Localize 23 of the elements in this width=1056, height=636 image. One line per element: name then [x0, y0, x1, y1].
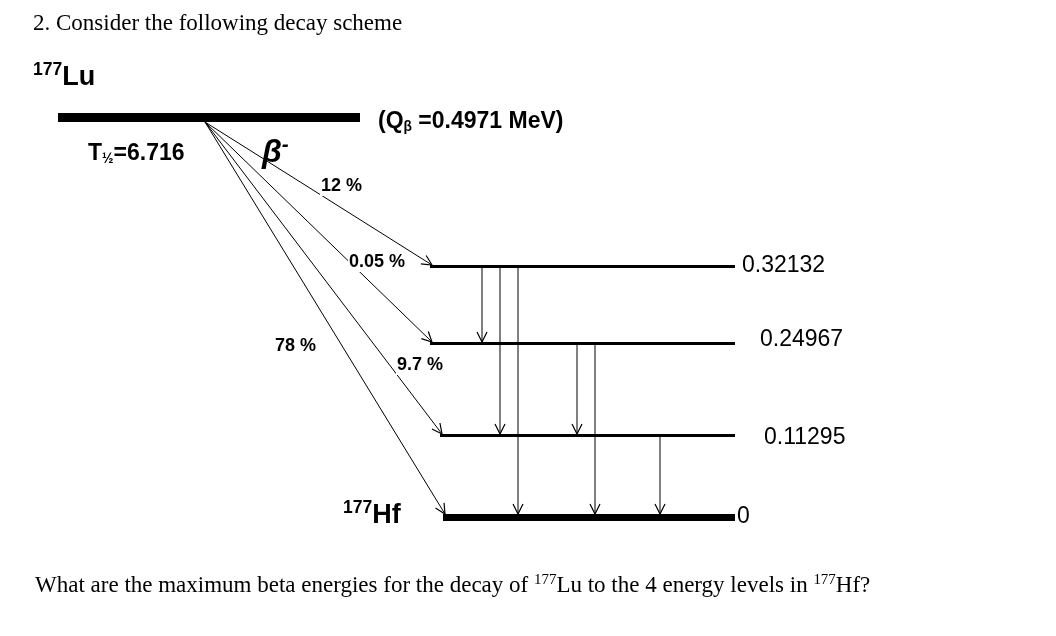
- decay-arrow: [571, 344, 583, 435]
- title-text: 2. Consider the following decay scheme: [33, 10, 403, 36]
- nuclide-label: $^{177}$Hf: [343, 500, 401, 530]
- edge-label: 9.7 %: [396, 355, 445, 375]
- energy-value: 0.24967: [760, 326, 844, 352]
- edge-label: 0.05 %: [348, 252, 407, 272]
- energy-value: 0: [737, 503, 750, 529]
- q-value-label: (Q$_{β}$ =0.4971 MeV): [378, 108, 564, 134]
- decay-arrow: [494, 267, 506, 435]
- nuclide-label: $^{177}$Lu: [33, 62, 96, 92]
- energy-value: 0.11295: [764, 424, 846, 450]
- half-life-label: T$_{½}$=6.716: [88, 140, 185, 166]
- beta-minus-symbol: β$^{-}$: [262, 134, 289, 170]
- decay-arrow: [476, 267, 488, 343]
- question-text: What are the maximum beta energies for the decay of $^{177}$Lu to the 4 energy levels in $^{177}$Hf?: [35, 572, 871, 598]
- decay-arrow: [654, 436, 666, 515]
- decay-arrow: [204, 121, 443, 435]
- edge-label: 12 %: [320, 176, 364, 196]
- energy-value: 0.32132: [742, 252, 826, 278]
- decay-arrow: [204, 121, 446, 515]
- decay-arrow: [589, 344, 601, 515]
- decay-arrow: [512, 267, 524, 515]
- decay-arrow: [204, 121, 433, 266]
